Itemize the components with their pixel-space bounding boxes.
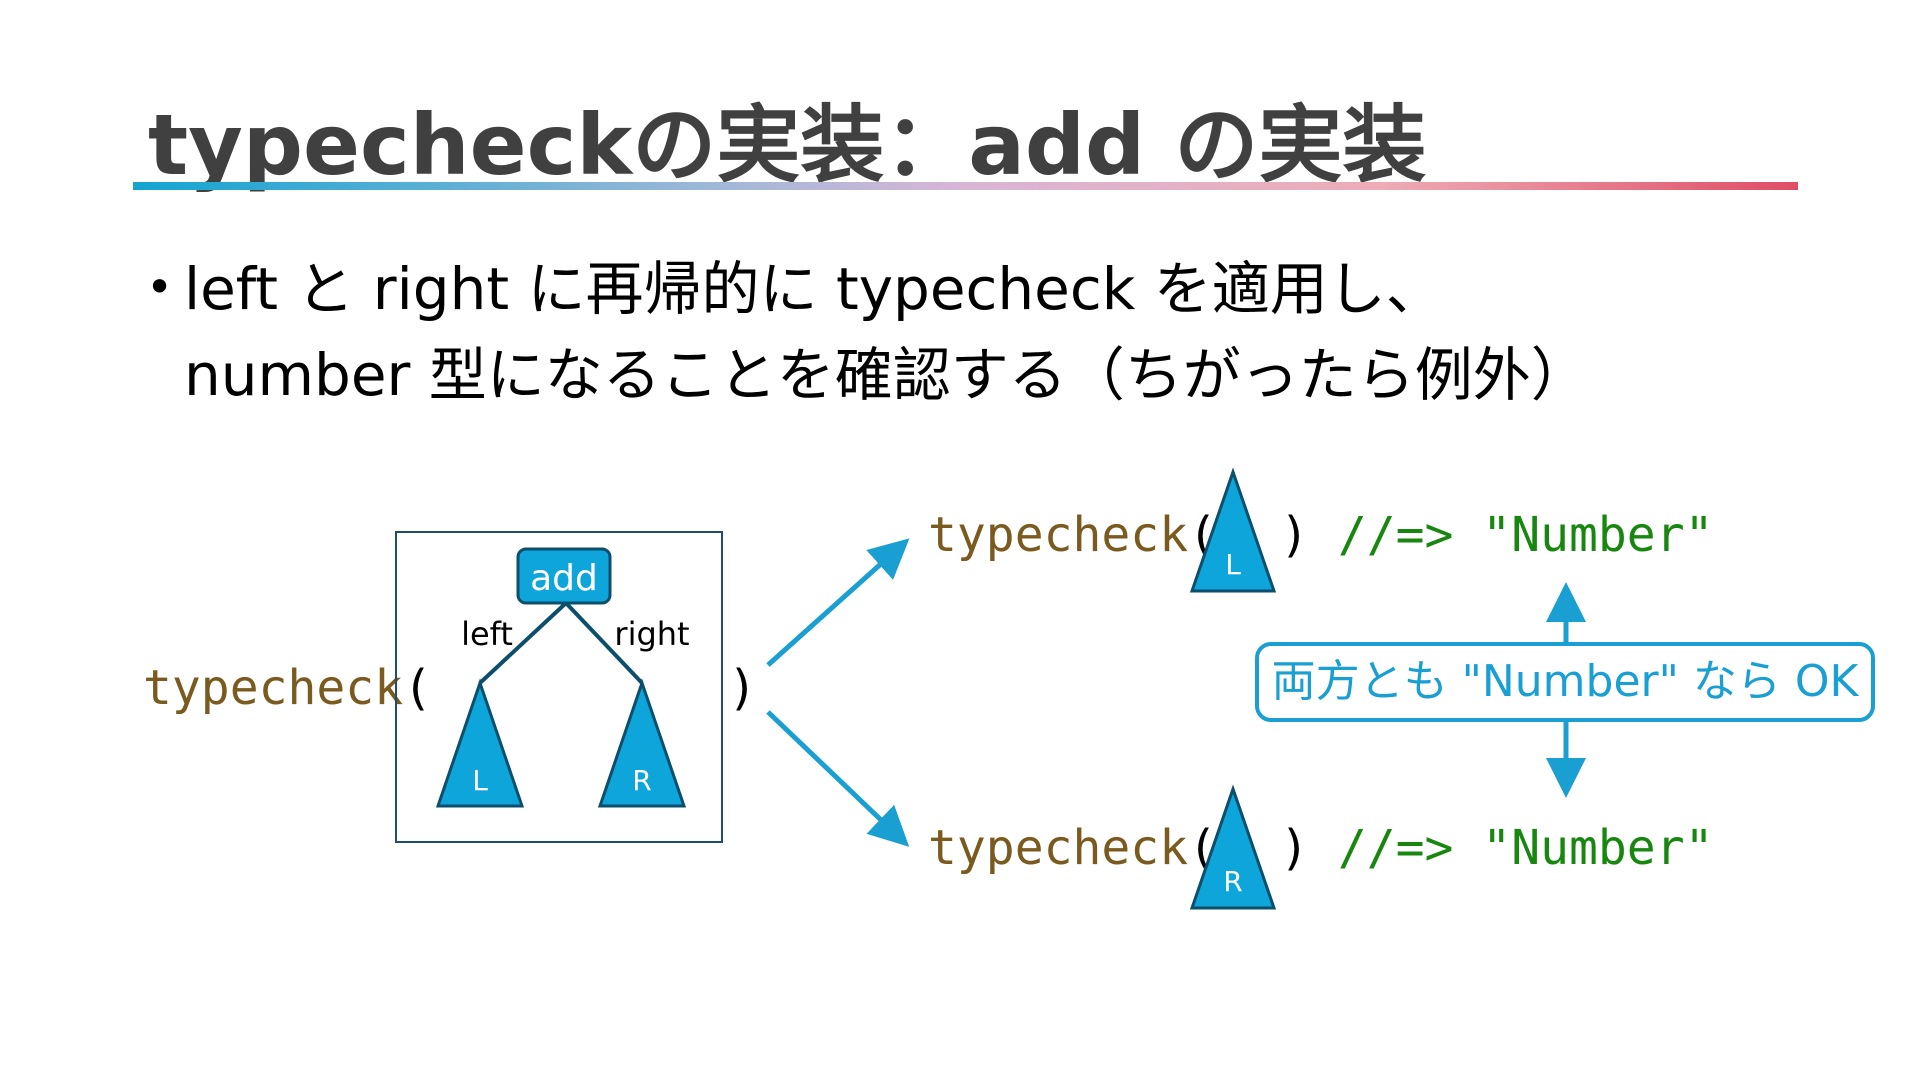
result-top-function-name: typecheck <box>928 507 1189 563</box>
result-top-tail: ) //=> "Number" <box>1280 507 1714 563</box>
main-function-name: typecheck <box>143 660 404 716</box>
main-close-paren-wrap: ) <box>728 660 757 716</box>
main-typecheck-call: typecheck( <box>143 660 432 716</box>
title-underline <box>133 182 1798 190</box>
result-top-leaf-label: L <box>1225 548 1241 581</box>
right-subtree-triangle <box>597 678 687 808</box>
root-node <box>516 547 612 605</box>
callout-box: 両方とも "Number" なら OK <box>1255 642 1875 722</box>
result-top-call: typecheck( <box>928 507 1217 563</box>
bullet-dot-icon: • <box>146 260 174 314</box>
left-edge-line <box>478 601 568 685</box>
result-top-close-paren: ) <box>1280 507 1309 563</box>
left-edge-label: left <box>461 615 513 653</box>
result-bottom-close-paren: ) <box>1280 820 1309 876</box>
left-subtree-label: L <box>472 764 488 797</box>
right-edge-line <box>564 601 644 685</box>
right-subtree-label: R <box>632 764 651 797</box>
result-bottom-leaf-label: R <box>1223 865 1242 898</box>
result-top-comment: //=> "Number" <box>1337 507 1714 563</box>
result-bottom-comment: //=> "Number" <box>1337 820 1714 876</box>
right-edge-label: right <box>614 615 689 653</box>
ast-frame <box>395 531 723 843</box>
bullet-line-1: left と right に再帰的に typecheck を適用し、 <box>184 255 1444 323</box>
slide-title: typecheckの実装：add の実装 <box>148 96 1427 194</box>
bullet-line-2: number 型になることを確認する（ちがったら例外） <box>184 341 1589 409</box>
result-top-triangle <box>1189 467 1277 593</box>
result-bottom-function-name: typecheck <box>928 820 1189 876</box>
arrow-to-left-result <box>766 538 910 667</box>
result-bottom-tail: ) //=> "Number" <box>1280 820 1714 876</box>
main-open-paren: ( <box>403 660 432 716</box>
result-bottom-triangle <box>1189 784 1277 910</box>
root-node-label: add <box>530 558 598 599</box>
main-close-paren: ) <box>728 660 757 716</box>
result-bottom-call: typecheck( <box>928 820 1217 876</box>
arrow-to-right-result <box>766 710 910 847</box>
left-subtree-triangle <box>435 678 525 808</box>
